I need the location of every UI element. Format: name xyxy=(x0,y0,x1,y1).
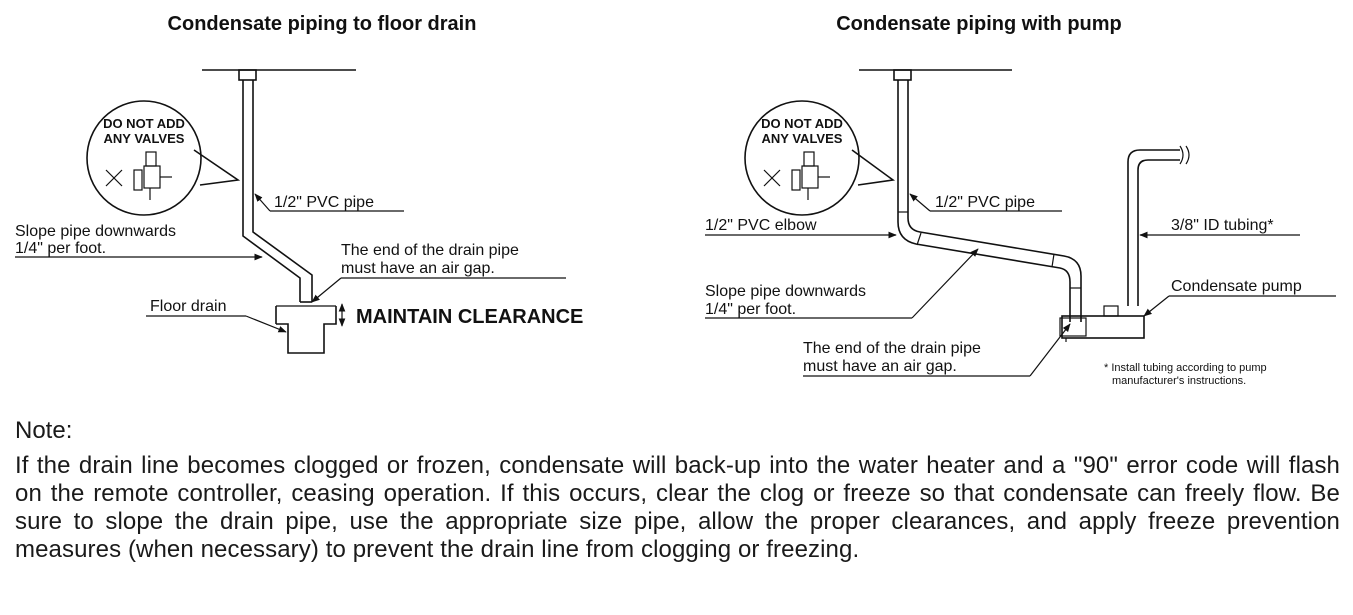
bubble-text-line2: ANY VALVES xyxy=(104,131,185,146)
airgap-right-leader xyxy=(1029,323,1071,377)
ceiling-coupling xyxy=(238,69,257,81)
drain-pipe-outer xyxy=(242,80,301,302)
slope-label-line2: 1/4" per foot. xyxy=(15,240,106,257)
note-body: If the drain line becomes clogged or fro… xyxy=(15,452,1340,563)
floor-drain-shape xyxy=(275,306,337,354)
airgap-right-line2: must have an air gap. xyxy=(803,358,957,375)
pump-pipe-outer xyxy=(897,80,1071,322)
airgap-right-line1: The end of the drain pipe xyxy=(803,340,981,357)
no-valve-bubble xyxy=(86,100,202,216)
slope-label-right-line2: 1/4" per foot. xyxy=(705,301,796,318)
pump-label: Condensate pump xyxy=(1171,278,1302,295)
bubble-text-line1: DO NOT ADD xyxy=(103,116,185,131)
tubing-label: 3/8" ID tubing* xyxy=(1171,217,1274,234)
slope-label-right-line1: Slope pipe downwards xyxy=(705,283,866,300)
tubing-break-icon xyxy=(1179,145,1190,165)
valve-icon xyxy=(105,151,172,200)
footnote-line2: manufacturer's instructions. xyxy=(1112,375,1246,387)
maintain-clearance-label: MAINTAIN CLEARANCE xyxy=(356,306,583,328)
left-diagram-title: Condensate piping to floor drain xyxy=(168,13,477,35)
airgap-label-line1: The end of the drain pipe xyxy=(341,242,519,259)
floor-drain-label: Floor drain xyxy=(150,298,226,315)
slope-label-line1: Slope pipe downwards xyxy=(15,223,176,240)
pipe-label-right: 1/2" PVC pipe xyxy=(935,194,1035,211)
pump-label-leader xyxy=(1143,295,1170,317)
tubing-outer xyxy=(1127,149,1180,306)
slope-label-right-leader xyxy=(911,248,979,319)
no-valve-bubble-right xyxy=(744,100,860,216)
airgap-leader xyxy=(311,277,342,303)
elbow-label: 1/2" PVC elbow xyxy=(705,217,817,234)
right-diagram-title: Condensate piping with pump xyxy=(836,13,1122,35)
pipe-label-right-leader xyxy=(909,193,931,212)
pump-inlet xyxy=(1059,317,1087,337)
bubble-right-text-line1: DO NOT ADD xyxy=(761,116,843,131)
bubble-right-text-line2: ANY VALVES xyxy=(762,131,843,146)
pump-pipe-inner xyxy=(907,80,1082,322)
note-title: Note: xyxy=(15,417,73,444)
airgap-label-line2: must have an air gap. xyxy=(341,260,495,277)
pump-outlet xyxy=(1103,305,1119,317)
bubble-pointer-right xyxy=(851,149,896,186)
left-diagram: Condensate piping to floor drain MAINTAI… xyxy=(15,13,583,354)
condensate-pump-body xyxy=(1061,315,1145,339)
note-section: Note: If the drain line becomes clogged … xyxy=(15,416,1340,564)
drain-pipe-inner xyxy=(252,80,313,302)
floor-drain-leader xyxy=(245,315,287,333)
valve-icon-right xyxy=(763,151,830,200)
right-diagram: Condensate piping with pump DO NOT ADD A… xyxy=(705,13,1336,387)
tubing-inner xyxy=(1137,159,1180,306)
footnote-line1: * Install tubing according to pump xyxy=(1104,362,1267,374)
pipe-label: 1/2" PVC pipe xyxy=(274,194,374,211)
ceiling-coupling-right xyxy=(893,69,912,81)
elbow2-joint-side xyxy=(1051,253,1055,268)
pipe-label-leader xyxy=(254,193,271,212)
elbow-joint-side xyxy=(916,232,922,246)
bubble-pointer xyxy=(193,149,241,186)
